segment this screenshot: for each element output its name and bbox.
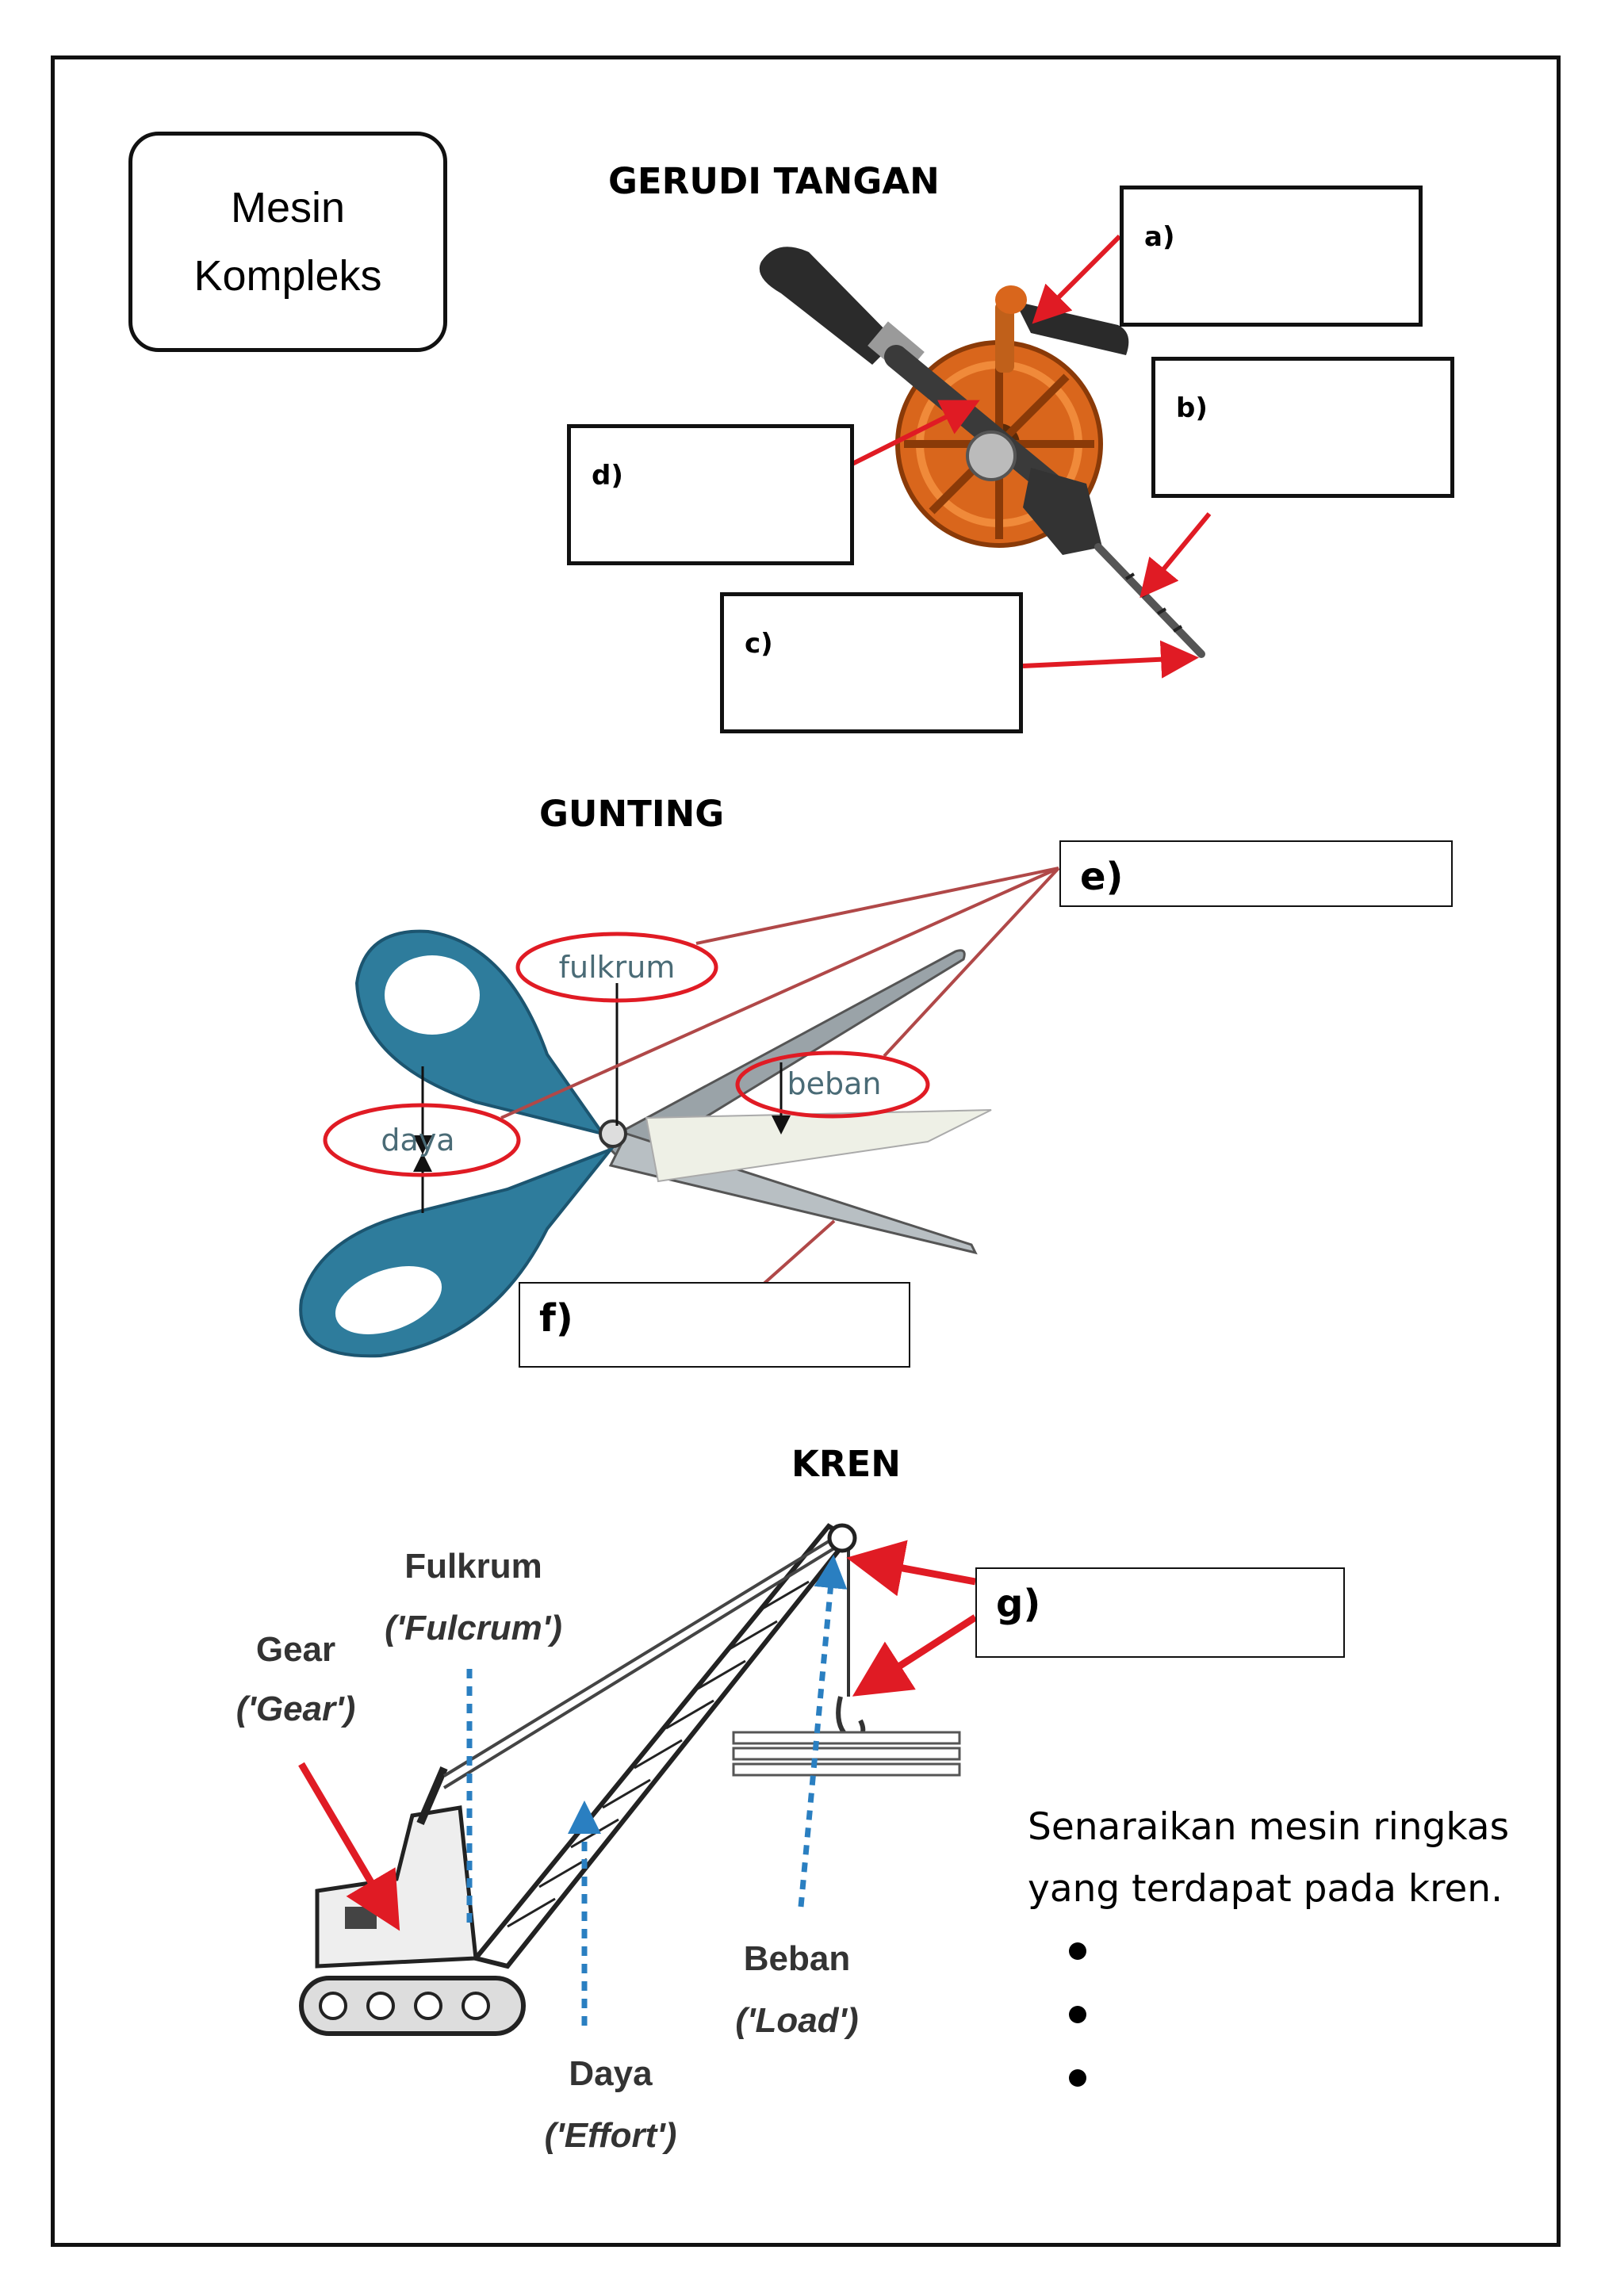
bullet-point[interactable] [1069,2069,1086,2087]
connector-e-load [883,867,1060,1058]
hand-drill-illustration [759,247,1205,658]
scissors-load-text: beban [787,1066,882,1101]
crane-gear-text: Gear [256,1630,335,1669]
arrow-to-bit [1139,512,1212,599]
crane-illustration [299,1523,961,2036]
crane-fulcrum-text: Fulkrum [404,1547,542,1586]
connector-e-fulcrum [695,867,1059,945]
title-line-1: Mesin [230,184,346,232]
crane-heading: KREN [791,1443,901,1478]
answer-bullet-list [1069,1942,1086,2133]
crane-effort-text: Daya [569,2054,653,2093]
answer-box-c[interactable]: c) [720,592,1023,733]
arrow-to-handle [1032,234,1122,324]
answer-box-g[interactable]: g) [975,1567,1345,1658]
crane-fulcrum-en-text: ('Fulcrum') [385,1609,562,1647]
answer-label-d: d) [592,460,623,492]
answer-label-c: c) [745,628,773,660]
answer-box-a[interactable]: a) [1120,186,1423,327]
effort-circle [323,1103,521,1177]
crane-load-text: Beban [744,1939,850,1978]
answer-box-b[interactable]: b) [1151,357,1454,498]
answer-box-e[interactable]: e) [1059,840,1453,907]
fulcrum-circle [515,932,718,1003]
answer-box-d[interactable]: d) [567,424,854,565]
scissors-fulcrum-text: fulkrum [559,950,676,985]
answer-label-b: b) [1176,392,1208,424]
answer-label-e: e) [1080,855,1124,899]
crane-effort-en-text: ('Effort') [545,2116,677,2155]
answer-label-a: a) [1144,221,1175,253]
drill-heading: GERUDI TANGAN [608,160,940,202]
gear-arrow [298,1762,400,1931]
page-border [51,55,1561,2247]
bullet-point[interactable] [1069,2006,1086,2023]
load-circle [735,1050,930,1119]
connector-f [760,1219,836,1288]
scissors-effort-text: daya [381,1123,454,1158]
bullet-point[interactable] [1069,1942,1086,1960]
instruction-line-1: Senaraikan mesin ringkas [1028,1805,1510,1849]
scissors-illustration [299,929,992,1358]
arrow-to-gear [851,400,980,466]
arrow-to-pulley-top [846,1540,976,1597]
answer-label-f: f) [539,1296,573,1341]
crane-instruction: Senaraikan mesin ringkas yang terdapat p… [1028,1797,1509,1920]
crane-load-en-text: ('Load') [735,2001,858,2040]
answer-label-g: g) [996,1582,1041,1626]
arrow-to-pulley-hook [852,1614,978,1697]
instruction-line-2: yang terdapat pada kren. [1028,1867,1503,1911]
load-indicator [798,1555,848,1908]
crane-gear-en-text: ('Gear') [236,1689,356,1728]
title-box: Mesin Kompleks [128,132,447,352]
arrow-to-tip [1022,640,1199,679]
connector-e-effort [500,867,1059,1119]
scissors-heading: GUNTING [539,793,725,835]
answer-box-f[interactable]: f) [519,1282,910,1368]
title-line-2: Kompleks [193,252,382,300]
